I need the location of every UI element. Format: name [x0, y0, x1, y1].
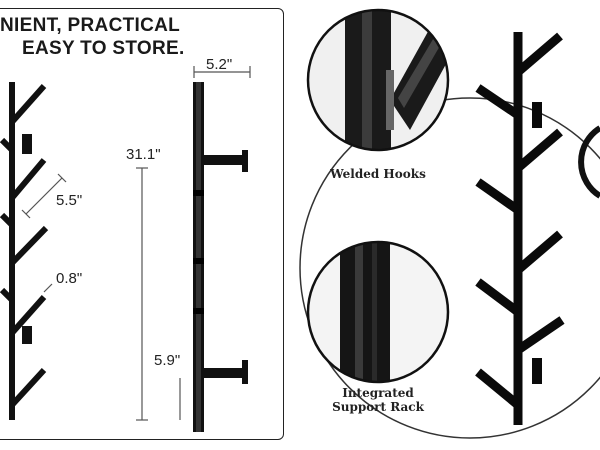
showcase-circle: [299, 97, 600, 439]
showcase-hook-bottom: [532, 358, 542, 384]
width-label: 5.2": [206, 56, 233, 73]
height-dimension-line: [136, 167, 148, 421]
headline-line-2: EASY TO STORE.: [22, 38, 185, 59]
front-view-rack: [0, 82, 49, 420]
hook-thickness-label: 0.8": [56, 270, 83, 287]
height-label: 31.1": [126, 146, 161, 163]
support-detail-ring: [306, 240, 450, 384]
support-rack-caption: Integrated Support Rack: [312, 386, 444, 414]
showcase-hook-top: [532, 102, 542, 128]
showcase-rack: [475, 32, 565, 425]
welded-detail-ring: [306, 8, 450, 152]
width-dimension-line: [193, 66, 251, 78]
branch-spacing-arrow: [21, 173, 67, 219]
front-hook-top: [22, 134, 32, 154]
welded-detail-image: [308, 10, 448, 150]
headline-line-1: NIENT, PRACTICAL: [0, 15, 181, 36]
base-offset-label: 5.9": [154, 352, 181, 369]
headline: NIENT, PRACTICAL EASY TO STORE.: [0, 14, 260, 60]
support-rack-caption-line-2: Support Rack: [332, 400, 424, 414]
side-view-rack: [193, 82, 248, 432]
branch-spacing-label: 5.5": [56, 192, 83, 209]
hook-thickness-arrow: [43, 283, 53, 293]
support-rack-caption-line-1: Integrated: [342, 386, 414, 400]
partial-circle-edge: [578, 125, 600, 199]
welded-hooks-caption: Welded Hooks: [330, 167, 426, 181]
front-hook-bottom: [22, 326, 32, 344]
support-detail-image: [308, 242, 448, 382]
